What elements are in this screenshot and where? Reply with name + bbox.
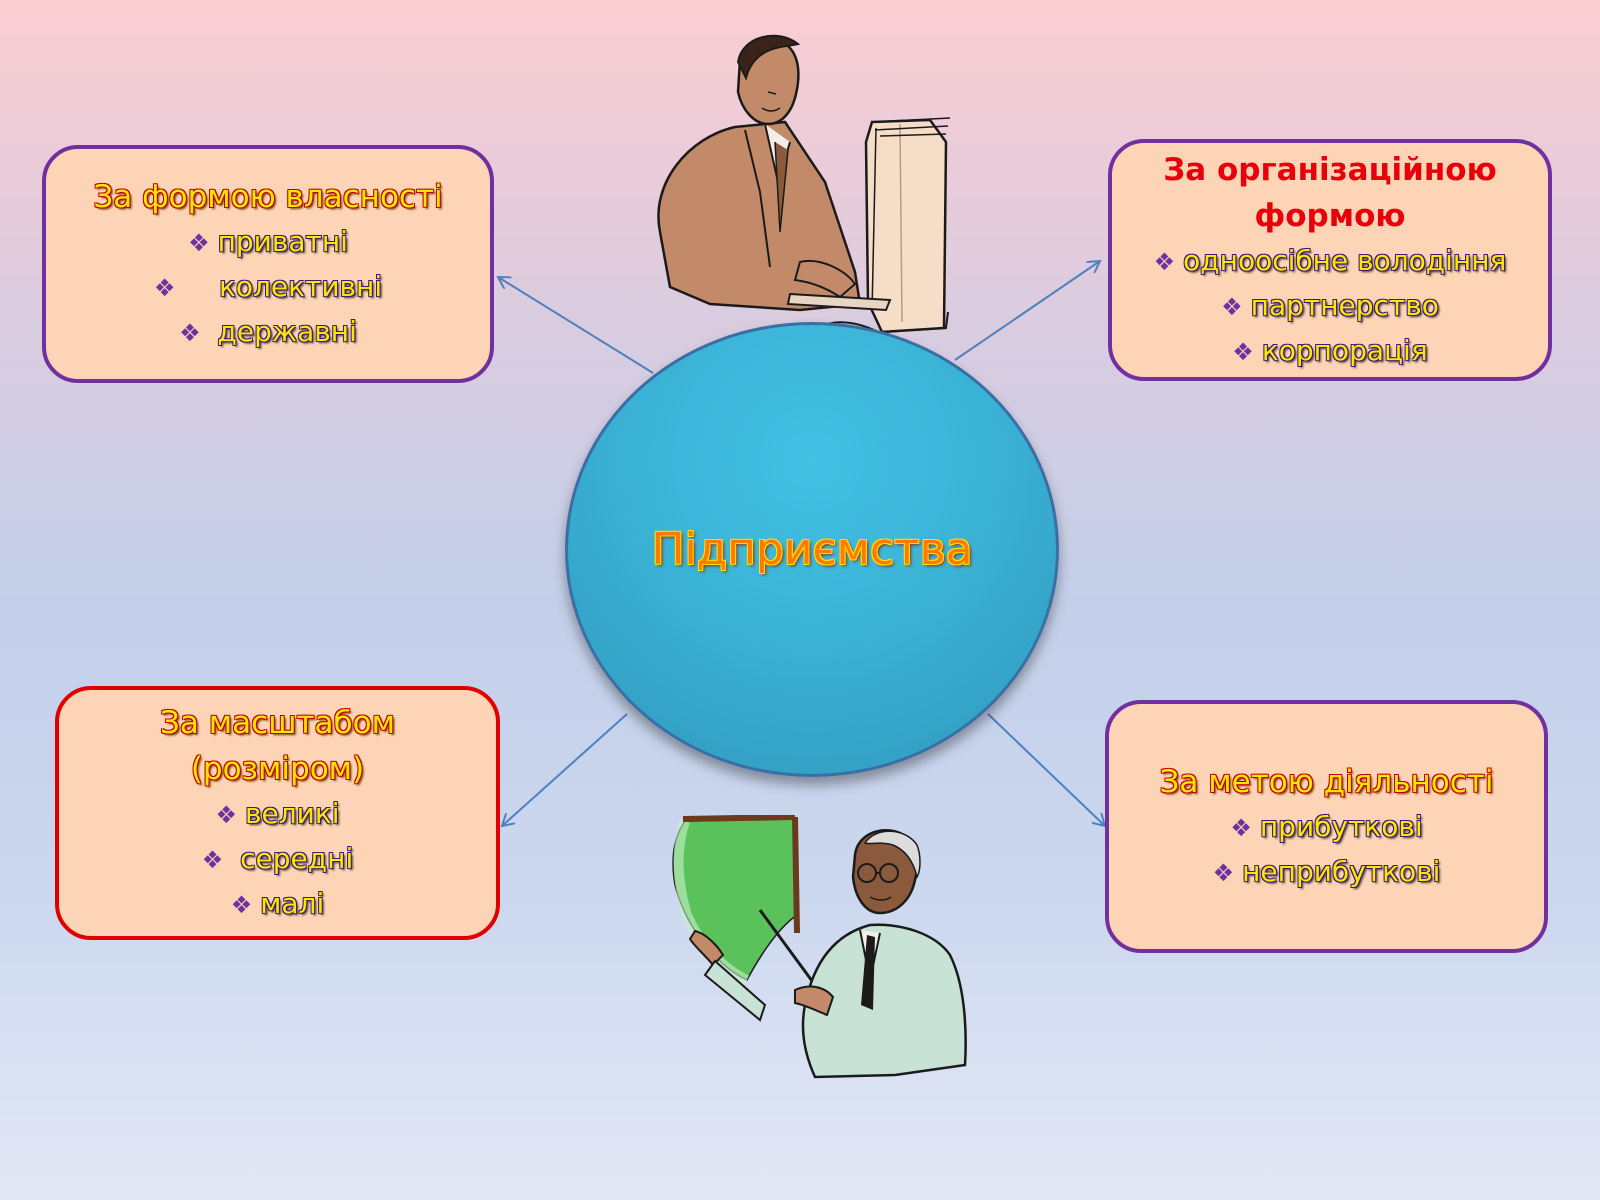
- four-diamond-bullet-icon: ❖: [188, 228, 210, 257]
- list-item: ❖прибуткові: [1230, 809, 1423, 843]
- four-diamond-bullet-icon: ❖: [1230, 813, 1252, 842]
- center-label: Підприємства: [651, 524, 973, 575]
- four-diamond-bullet-icon: ❖: [1221, 292, 1243, 321]
- four-diamond-bullet-icon: ❖: [1212, 858, 1235, 887]
- arrow-to-organizational: [954, 261, 1100, 361]
- list-item: ❖неприбуткові: [1212, 854, 1441, 888]
- purpose-title: За метою діяльності: [1159, 763, 1494, 800]
- man-at-computer-icon: [657, 34, 951, 335]
- center-circle: Підприємства: [565, 322, 1059, 777]
- four-diamond-bullet-icon: ❖: [230, 890, 253, 919]
- arrow-to-ownership: [498, 277, 654, 374]
- presenter-at-board-icon: [672, 815, 967, 1079]
- ownership-title: За формою власності: [93, 178, 443, 215]
- arrow-to-purpose: [987, 713, 1105, 826]
- scale-title-line1: За масштабом: [159, 704, 396, 741]
- list-item: ❖одноосібне володіння: [1153, 243, 1507, 277]
- organizational-title-line1: За організаційною: [1163, 151, 1497, 188]
- list-item: ❖приватні: [188, 224, 348, 258]
- four-diamond-bullet-icon: ❖: [1153, 247, 1176, 276]
- purpose-box: За метою діяльності ❖прибуткові ❖неприбу…: [1105, 700, 1548, 953]
- list-item: ❖великі: [215, 796, 340, 830]
- list-item: ❖корпорація: [1232, 333, 1428, 367]
- four-diamond-bullet-icon: ❖: [153, 273, 176, 302]
- four-diamond-bullet-icon: ❖: [1232, 337, 1254, 366]
- list-item: ❖партнерство: [1221, 288, 1439, 322]
- scale-title-line2: (розміром): [190, 750, 365, 787]
- organizational-title-line2: формою: [1254, 197, 1406, 234]
- organizational-box: За організаційною формою ❖одноосібне вол…: [1108, 139, 1552, 381]
- list-item: ❖малі: [230, 886, 325, 920]
- list-item: ❖ середні: [201, 841, 354, 875]
- scale-box: За масштабом (розміром) ❖великі ❖ середн…: [55, 686, 500, 940]
- arrow-to-scale: [502, 713, 628, 826]
- list-item: ❖ колективні: [153, 269, 383, 303]
- four-diamond-bullet-icon: ❖: [201, 845, 224, 874]
- list-item: ❖ державні: [179, 314, 357, 348]
- four-diamond-bullet-icon: ❖: [179, 318, 201, 347]
- four-diamond-bullet-icon: ❖: [215, 800, 237, 829]
- ownership-box: За формою власності ❖приватні ❖ колектив…: [42, 145, 494, 383]
